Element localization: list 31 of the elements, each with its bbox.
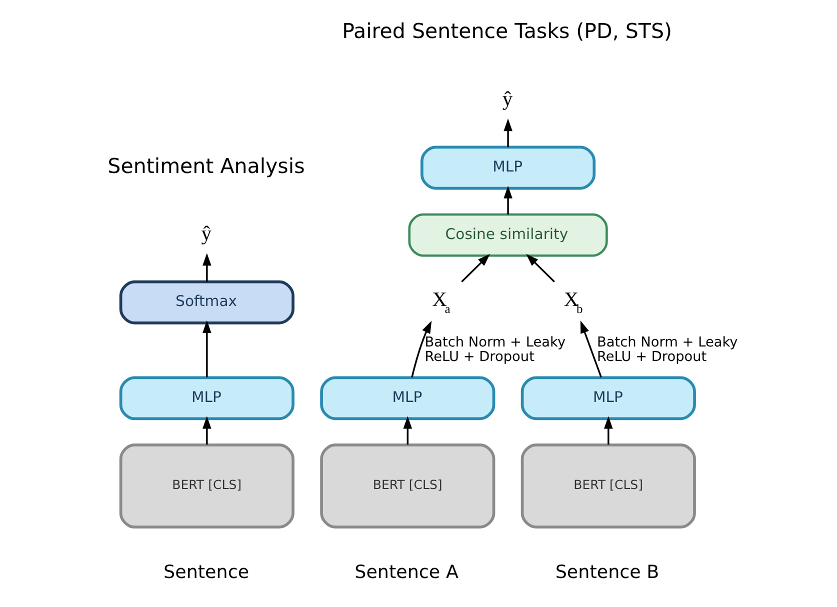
arrow — [580, 320, 602, 378]
node-box: BERT [CLS] — [320, 444, 496, 528]
node-label: Sentence A — [354, 562, 458, 584]
node-label: Sentence B — [555, 562, 660, 584]
arrow — [604, 416, 613, 445]
arrow — [403, 416, 412, 445]
arrow — [202, 416, 212, 445]
node-text: X$_{a}$ — [432, 289, 450, 316]
arrow — [202, 320, 212, 378]
label: Sentiment Analysis — [108, 154, 305, 178]
node-box: BERT [CLS] — [520, 444, 696, 528]
node-box: BERT [CLS] — [119, 444, 294, 528]
node-text: ŷ — [201, 223, 212, 246]
arrow — [504, 186, 512, 214]
arrow — [411, 320, 432, 378]
edge-label: Batch Norm + Leaky ReLU + Dropout — [597, 334, 738, 366]
node-box: MLP — [520, 376, 696, 420]
node-text: ŷ — [502, 88, 513, 110]
node-label: Sentence — [164, 562, 250, 584]
node-box: MLP — [320, 376, 496, 420]
node-box: Cosine similarity — [408, 213, 608, 257]
arrow — [504, 118, 512, 148]
edge-label: Batch Norm + Leaky ReLU + Dropout — [424, 334, 566, 366]
node-text: X$_{b}$ — [564, 289, 583, 316]
arrow — [526, 254, 555, 282]
node-box: Softmax — [119, 280, 294, 324]
label: Paired Sentence Tasks (PD, STS) — [342, 19, 672, 44]
arrow — [202, 253, 212, 282]
node-box: MLP — [420, 146, 596, 190]
arrow — [461, 254, 490, 282]
node-box: MLP — [119, 376, 294, 420]
